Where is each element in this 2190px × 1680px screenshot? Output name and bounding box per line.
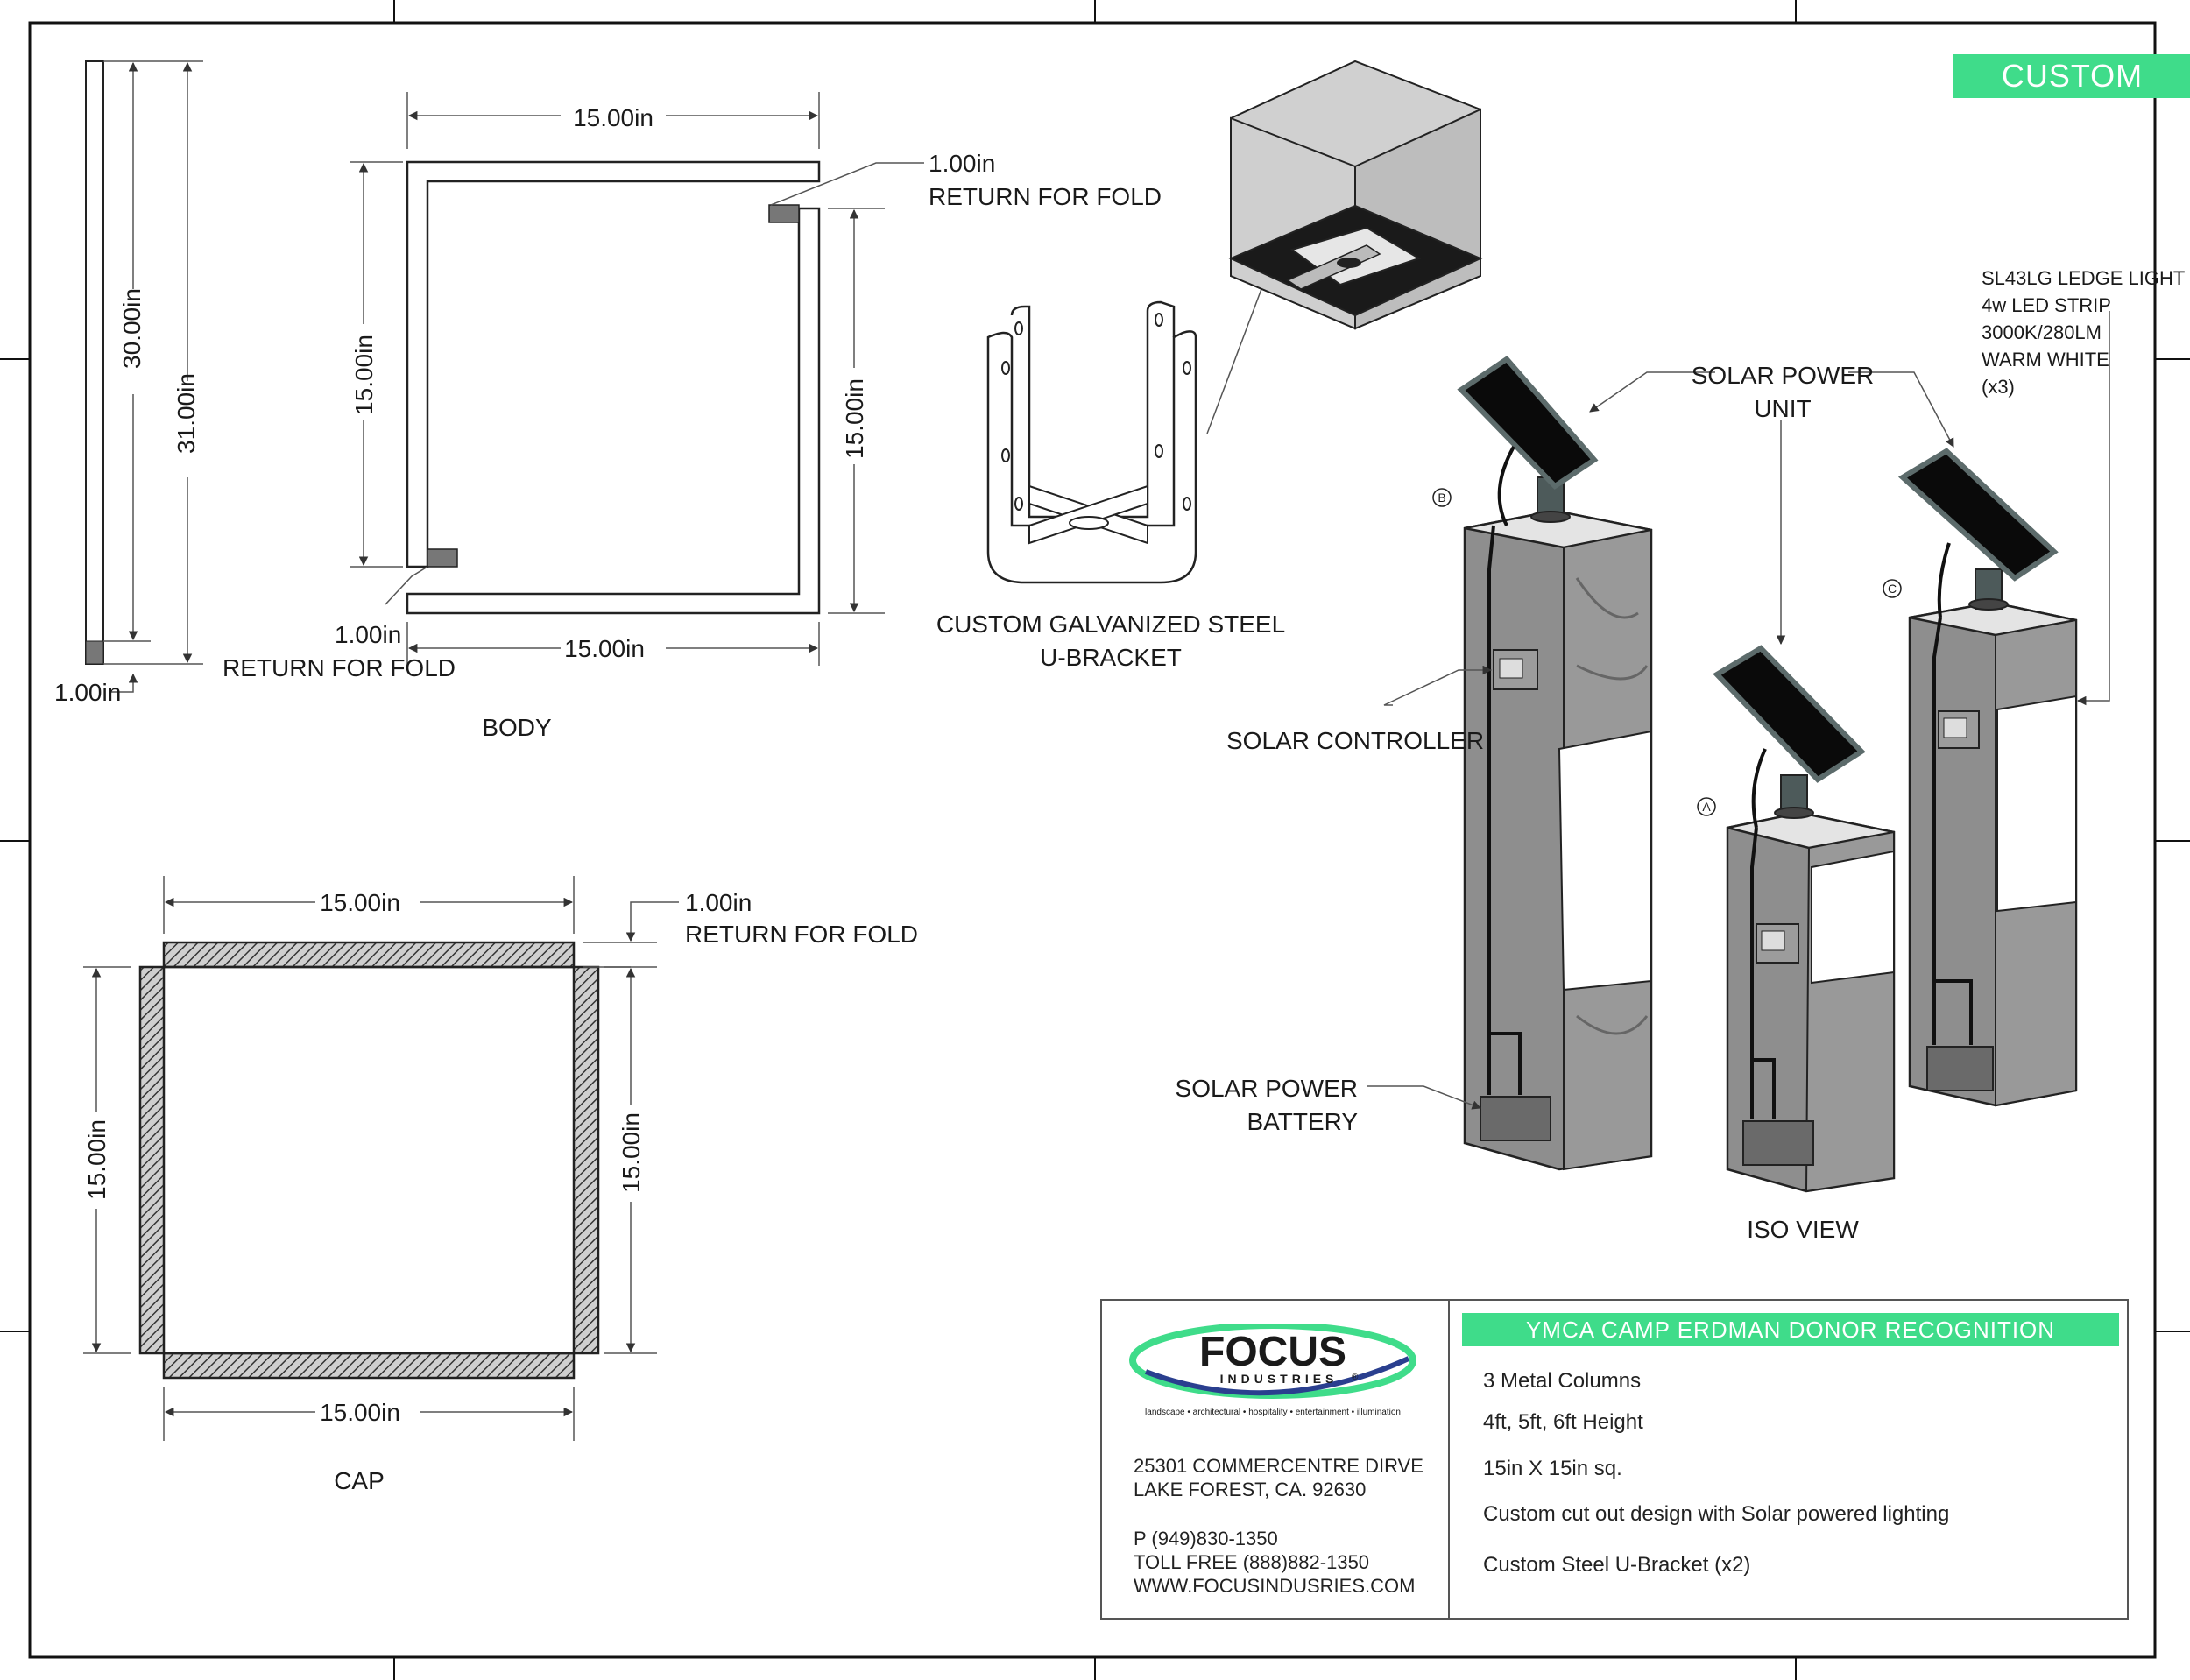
logo-sub-text: INDUSTRIES [1220,1372,1339,1386]
ledge-light-line: 4w LED STRIP [1982,294,2111,316]
address-line-2: LAKE FOREST, CA. 92630 [1134,1479,1367,1500]
dim-cap-bottom: 15.00in [320,1399,400,1426]
note-battery-line1: SOLAR POWER [1176,1075,1358,1102]
ledge-light-line: WARM WHITE [1982,349,2109,371]
note-battery-line2: BATTERY [1247,1108,1358,1135]
dim-cap-right: 15.00in [618,1112,645,1193]
project-title: YMCA CAMP ERDMAN DONOR RECOGNITION [1462,1313,2119,1346]
note-bracket-line2: U-BRACKET [1040,644,1182,671]
note-solar-unit-line2: UNIT [1754,395,1811,422]
note-cap-fold: RETURN FOR FOLD [685,921,918,948]
project-info: YMCA CAMP ERDMAN DONOR RECOGNITION 3 Met… [1450,1301,2127,1618]
marker-c: C [1888,582,1897,596]
logo-main-text: FOCUS [1199,1329,1346,1375]
note-solar-controller: SOLAR CONTROLLER [1226,727,1484,754]
view-label-iso: ISO VIEW [1747,1216,1859,1243]
u-bracket-illustration: CUSTOM GALVANIZED STEEL U-BRACKET [936,288,1285,671]
column-b: B [1432,356,1653,1171]
logo-tagline: landscape • architectural • hospitality … [1145,1408,1401,1417]
custom-tag: CUSTOM [1953,54,2190,98]
title-block: FOCUS INDUSTRIES ® landscape • architect… [1100,1299,2129,1620]
view-label-body: BODY [482,714,552,741]
ledge-light-line: 3000K/280LM [1982,321,2102,343]
spec-item: Custom cut out design with Solar powered… [1483,1502,1950,1526]
ledge-light-line: SL43LG LEDGE LIGHT [1982,267,2185,289]
note-solar-unit-line1: SOLAR POWER [1692,362,1874,389]
dim-body-left: 15.00in [350,335,378,415]
dim-cap-top: 15.00in [320,889,400,916]
dim-body-bottom: 15.00in [564,635,645,662]
dim-body-fold-top: 1.00in [929,150,995,177]
view-label-cap: CAP [334,1467,385,1494]
note-bracket-line1: CUSTOM GALVANIZED STEEL [936,611,1285,638]
company-info: FOCUS INDUSTRIES ® landscape • architect… [1102,1301,1448,1618]
address-line-1: 25301 COMMERCENTRE DIRVE [1134,1455,1424,1477]
phone: P (949)830-1350 [1134,1528,1278,1549]
cap-view: 15.00in 15.00in 15.00in 15.00in 1.00in R… [81,876,918,1494]
logo-registered-mark: ® [1352,1373,1359,1382]
toll-free-phone: TOLL FREE (888)882-1350 [1134,1551,1370,1573]
dim-strip-30: 30.00in [118,288,145,369]
column-a: A [1697,645,1896,1193]
marker-a: A [1702,800,1711,814]
bracket-installed-illustration [1228,60,1483,330]
dim-body-right: 15.00in [841,378,868,459]
body-view: 15.00in 15.00in 15.00in 15.00in 1.00in R… [223,92,1162,741]
spec-item: 3 Metal Columns [1483,1369,1642,1393]
note-body-fold-bottom: RETURN FOR FOLD [223,654,456,681]
column-c: C [1883,448,2078,1107]
dim-cap-fold: 1.00in [685,889,752,916]
strip-view: 30.00in 31.00in 1.00in [54,60,203,706]
dim-strip-31: 31.00in [173,373,200,454]
spec-item: 4ft, 5ft, 6ft Height [1483,1410,1643,1434]
note-body-fold-top: RETURN FOR FOLD [929,183,1162,210]
title-block-divider [1448,1301,1450,1618]
dim-cap-left: 15.00in [83,1119,110,1200]
focus-industries-logo: FOCUS INDUSTRIES ® landscape • architect… [1129,1324,1416,1417]
dim-strip-1: 1.00in [54,679,121,706]
dim-body-fold-bottom: 1.00in [335,621,401,648]
marker-b: B [1438,491,1445,505]
dim-body-top: 15.00in [573,104,653,131]
spec-item: Custom Steel U-Bracket (x2) [1483,1553,1751,1577]
note-ledge-light: SL43LG LEDGE LIGHT 4w LED STRIP 3000K/28… [1982,267,2185,398]
website: WWW.FOCUSINDUSRIES.COM [1134,1575,1416,1597]
spec-item: 15in X 15in sq. [1483,1457,1622,1480]
ledge-light-line: (x3) [1982,376,2015,398]
iso-view: B A [1176,267,2186,1243]
